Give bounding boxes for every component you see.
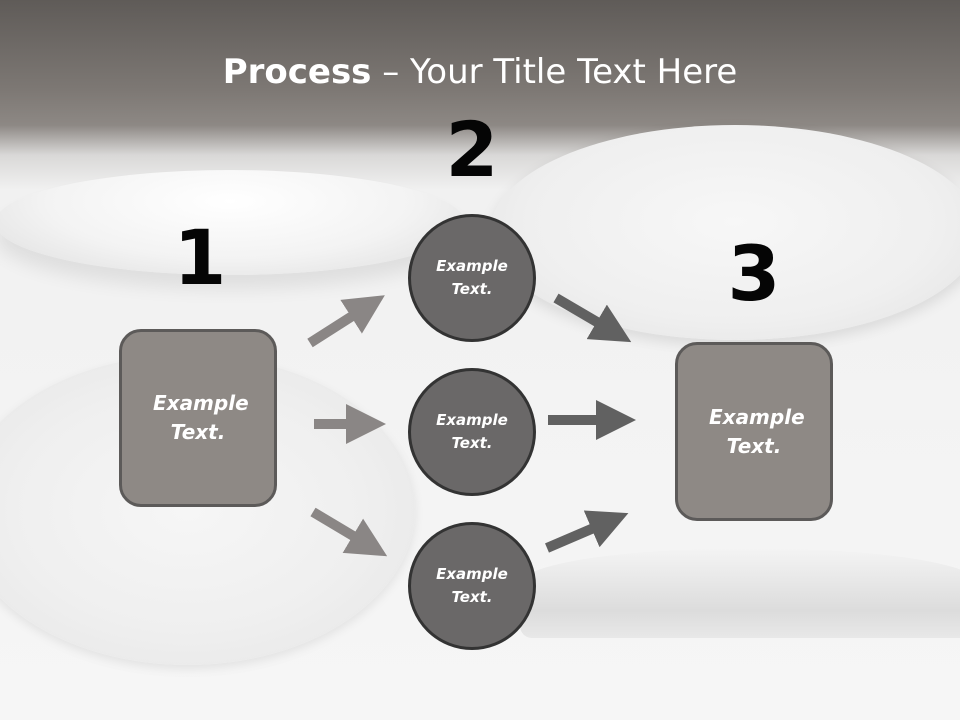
arrow-1-to-2-top-icon — [307, 295, 385, 348]
arrow-1-to-2-bottom-icon — [310, 507, 388, 557]
step-2-circle-bottom: Example Text. — [408, 522, 536, 650]
step-2-circle-top: Example Text. — [408, 214, 536, 342]
slide-title: Process – Your Title Text Here — [0, 52, 960, 92]
step-2-circle-top-text: Example Text. — [436, 257, 508, 298]
step-number-1: 1 — [173, 213, 227, 302]
arrow-2-top-to-3-icon — [553, 293, 632, 343]
step-3-box: Example Text. — [675, 342, 833, 521]
step-2-circle-middle-text: Example Text. — [436, 411, 508, 452]
background-plate-top-left — [0, 170, 465, 275]
step-1-text: Example Text. — [153, 391, 249, 444]
title-bold: Process — [222, 52, 372, 92]
step-2-circle-bottom-text: Example Text. — [436, 565, 508, 606]
step-number-2: 2 — [445, 105, 499, 194]
step-1-box: Example Text. — [119, 329, 277, 507]
arrow-2-bottom-to-3-icon — [545, 510, 629, 553]
step-2-circle-middle: Example Text. — [408, 368, 536, 496]
step-number-3: 3 — [727, 229, 781, 318]
title-rest: – Your Title Text Here — [371, 52, 738, 92]
background-plate-bottom-right — [520, 548, 960, 638]
step-3-text: Example Text. — [709, 404, 805, 458]
